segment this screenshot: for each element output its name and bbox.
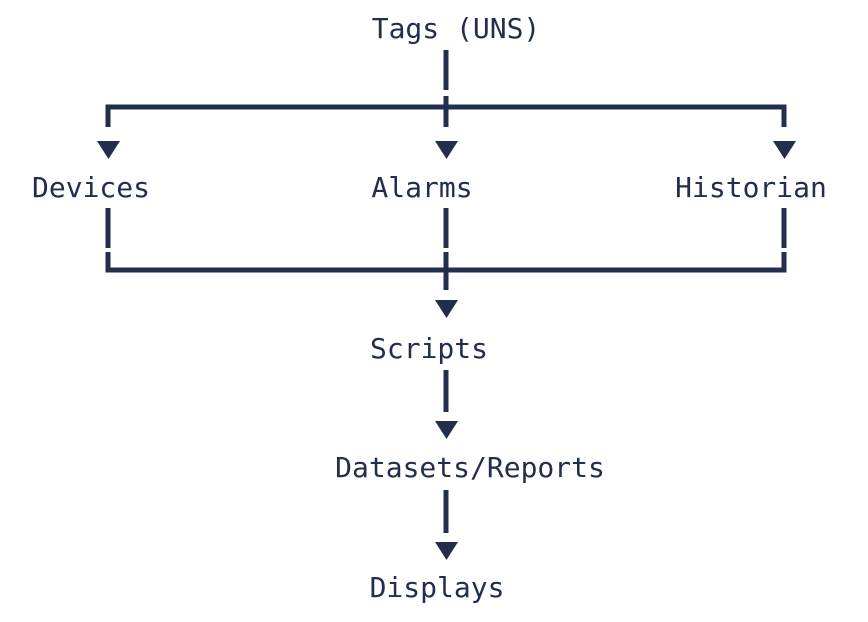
arrowhead-scripts xyxy=(435,300,458,318)
node-label-historian: Historian xyxy=(675,171,827,204)
arrowhead-historian xyxy=(773,141,796,159)
node-label-tags: Tags (UNS) xyxy=(371,12,541,45)
node-label-datasets-reports: Datasets/Reports xyxy=(335,451,605,484)
arrowhead-alarms xyxy=(435,141,458,159)
arrowhead-devices xyxy=(97,141,120,159)
node-label-alarms: Alarms xyxy=(371,171,473,204)
arrowhead-datasets xyxy=(435,421,458,439)
node-label-scripts: Scripts xyxy=(369,332,489,365)
node-label-displays: Displays xyxy=(369,571,505,604)
node-label-devices: Devices xyxy=(31,171,151,204)
arrowhead-displays xyxy=(435,542,458,560)
